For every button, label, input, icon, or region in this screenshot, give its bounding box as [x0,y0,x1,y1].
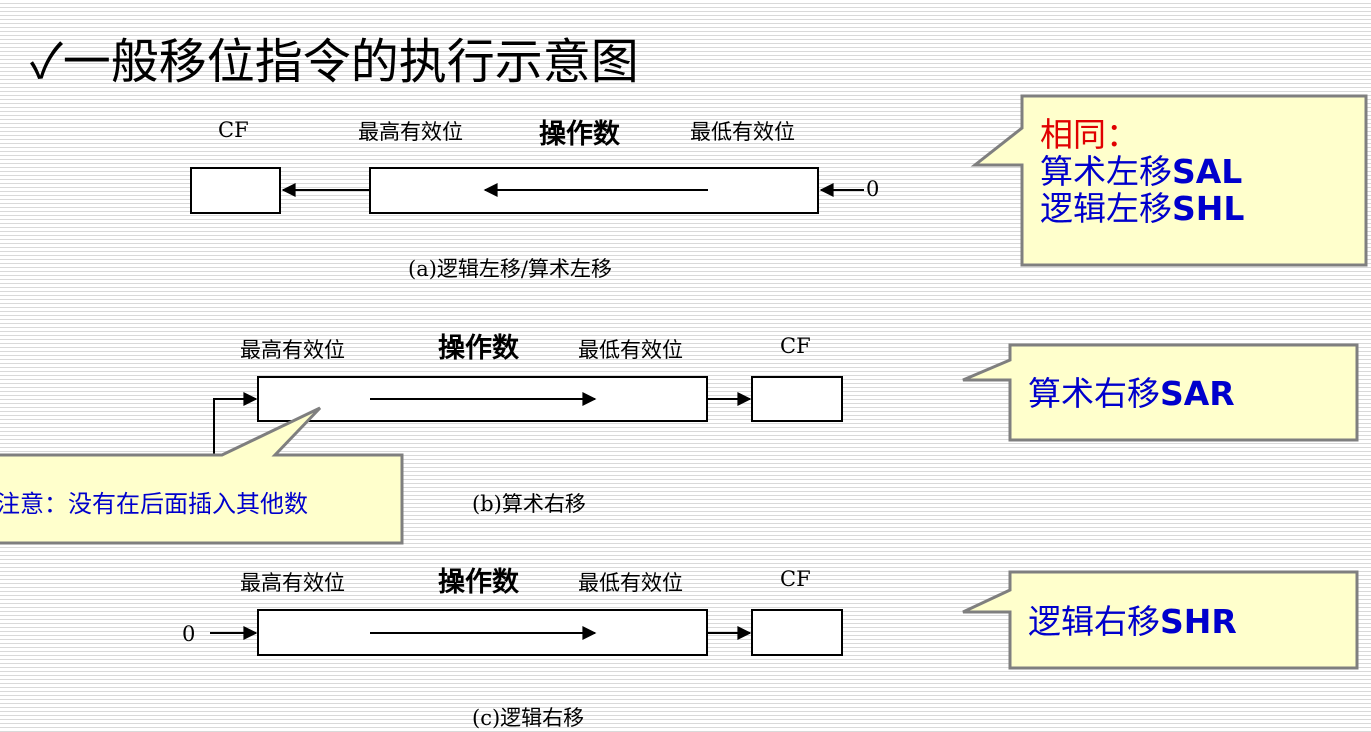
cf-label-b: CF [780,334,811,358]
callout-sar-cn: 算术右移 [1028,374,1160,413]
callout-sar-shape [962,343,1359,442]
callout-shl-en: SHL [1172,189,1245,228]
cf-box-b [751,376,843,422]
lsb-label-b: 最低有效位 [578,338,683,362]
lsb-label-c: 最低有效位 [578,571,683,595]
cf-box-c [751,609,843,656]
msb-label-a: 最高有效位 [358,120,463,144]
cf-label-c: CF [780,567,811,591]
callout-note: 注意：没有在后面插入其他数 [0,490,308,518]
callout-shr-shape [962,570,1359,670]
callout-same-shape [970,94,1368,267]
msb-label-b: 最高有效位 [240,338,345,362]
callout-sal-en: SAL [1172,152,1243,191]
cf-label-a: CF [218,118,249,142]
operand-label-b: 操作数 [438,333,519,364]
caption-c: (c)逻辑右移 [472,706,585,730]
callout-note-shape [0,406,404,545]
caption-b: (b)算术右移 [472,492,586,516]
callout-same: 相同： 算术左移SAL 逻辑左移SHL [1040,116,1244,227]
zero-label-a: 0 [866,177,880,201]
msb-label-c: 最高有效位 [240,571,345,595]
operand-label-a: 操作数 [539,119,620,150]
page-title: ✓一般移位指令的执行示意图 [30,34,639,90]
operand-box-c [257,609,708,656]
callout-shr-cn: 逻辑右移 [1028,602,1160,641]
callout-shr: 逻辑右移SHR [1028,603,1237,640]
callout-shl-cn: 逻辑左移 [1040,189,1172,228]
callout-sar: 算术右移SAR [1028,375,1235,412]
zero-label-c: 0 [182,622,196,646]
callout-sal-cn: 算术左移 [1040,152,1172,191]
callout-same-label: 相同： [1040,115,1139,154]
lsb-label-a: 最低有效位 [690,120,795,144]
callout-sar-en: SAR [1160,374,1235,413]
operand-label-c: 操作数 [438,567,519,598]
callout-shr-en: SHR [1160,602,1237,641]
cf-box-a [190,167,281,214]
arrow-b-sign-loop [213,392,258,455]
caption-a: (a)逻辑左移/算术左移 [408,257,612,281]
